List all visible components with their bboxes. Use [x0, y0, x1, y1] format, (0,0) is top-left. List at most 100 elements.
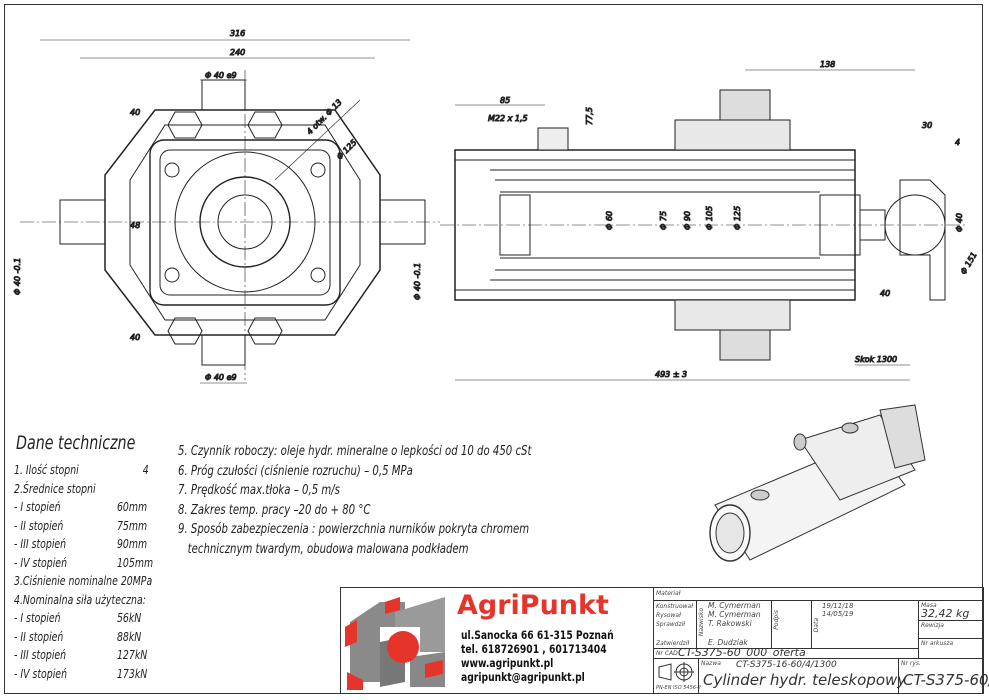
dimension-label: Skok 1300	[855, 355, 897, 364]
person-name: T. Rakowski	[708, 619, 752, 628]
mass-label: Masa	[921, 602, 937, 609]
spec-row: - II stopień 88kN	[14, 630, 152, 649]
person-name: M. Cymerman	[708, 610, 761, 619]
drawing-no-label: Nr rys.	[901, 660, 921, 667]
front-dimension-labels: 316 240 Φ 40 e9 Φ 40 e9 40 40 48 4 otw. …	[13, 29, 423, 383]
standard-label: PN-EN ISO 5456-2	[656, 685, 701, 691]
spec-label: - II stopień	[14, 518, 64, 533]
note: 7. Prędkość max.tłoka – 0,5 m/s	[178, 483, 340, 498]
company-email: agripunkt@agripunkt.pl	[461, 670, 585, 684]
dimension-label: 40	[130, 108, 140, 117]
person-name: M. Cymerman	[708, 601, 761, 610]
spec-value: 105mm	[116, 555, 154, 570]
note: 8. Zakres temp. pracy –20 do + 80 °C	[178, 502, 371, 518]
dimension-label: 4 otw. Φ 13	[305, 98, 344, 137]
company-phone: tel. 618726901 , 601713404	[461, 642, 607, 656]
dimension-label: 4	[955, 138, 960, 147]
divider	[653, 588, 654, 693]
spec-row: - IV stopień 173kN	[14, 667, 152, 686]
dimension-label: 85	[500, 96, 510, 105]
dimension-label: 493 ± 3	[655, 370, 687, 379]
spec-label: - I stopień	[14, 500, 61, 514]
note: 5. Czynnik roboczy: oleje hydr. mineraln…	[178, 444, 532, 459]
part-code: CT-S375-16-60/4/1300	[736, 660, 837, 670]
date-label: Data	[813, 618, 820, 633]
material-label: Materiał	[656, 590, 681, 597]
date-value: 14/05/19	[822, 610, 854, 618]
company-logo	[345, 597, 445, 690]
spec-label: - IV stopień	[14, 555, 68, 570]
company-address: ul.Sanocka 66 61-315 Poznań	[461, 628, 614, 642]
role-label: Sprawdził	[656, 621, 686, 628]
spec-label: - II stopień	[14, 629, 64, 644]
dimension-label: Φ 90	[683, 211, 692, 230]
spec-label: - IV stopień	[14, 666, 68, 681]
spec-label: 3.Ciśnienie nominalne 20MPa	[14, 574, 153, 588]
dimension-label: 240	[230, 48, 245, 57]
spec-row: 4.Nominalna siła użyteczna:	[14, 593, 152, 612]
dimension-label: Φ 105	[705, 206, 714, 230]
spec-value: 4	[142, 463, 149, 477]
divider	[653, 600, 983, 601]
date-value: 19/11/18	[822, 602, 854, 610]
sign-label: Podpis	[773, 610, 780, 630]
role-label: Konstruował	[656, 603, 693, 610]
dimension-label: Φ 125	[335, 138, 358, 161]
dimension-label: Φ 75	[659, 211, 668, 230]
side-section-view	[440, 69, 965, 381]
sheet-label: Nr arkusza	[921, 640, 954, 647]
spec-value: 173kN	[116, 666, 148, 681]
dimension-label: Φ 40 e9	[205, 71, 237, 80]
cad-label: Nr CAD	[656, 650, 678, 657]
specs-list: 1. Ilość stopni 4 2.Średnice stopni - I s…	[14, 463, 154, 686]
side-dimension-labels: 138 85 M22 x 1,5 77,5 30 4 Φ 60 Φ 75 Φ 9…	[488, 60, 980, 380]
cylinder-3d-render	[709, 404, 926, 562]
spec-value: 127kN	[116, 648, 148, 662]
spec-row: - IV stopień 105mm	[14, 555, 154, 575]
spec-label: 1. Ilość stopni	[14, 463, 79, 477]
dimension-label: 40	[130, 333, 140, 342]
dimension-label: Φ 151	[959, 251, 979, 276]
dimension-label: 138	[820, 60, 835, 69]
name-label: Nazwa	[701, 660, 721, 667]
spec-label: - I stopień	[14, 611, 61, 625]
mass-value: 32,42 kg	[921, 607, 970, 620]
dimension-label: Φ 40 -0.1	[13, 258, 22, 295]
dimension-label: Φ 40 -0.1	[413, 263, 422, 300]
divider	[918, 600, 919, 658]
spec-row: 1. Ilość stopni 4	[14, 463, 152, 482]
company-website: www.agripunkt.pl	[461, 656, 554, 670]
cad-number: CT-S375-60_000_oferta	[678, 646, 806, 659]
divider	[696, 600, 697, 648]
divider	[653, 658, 983, 659]
technical-notes: 5. Czynnik roboczy: oleje hydr. mineraln…	[178, 444, 531, 561]
spec-row: 3.Ciśnienie nominalne 20MPa	[14, 574, 152, 593]
revision-label: Rewizja	[921, 622, 944, 629]
divider	[811, 600, 812, 648]
spec-value: 88kN	[116, 629, 142, 644]
note: 9. Sposób zabezpieczenia : powierzchnia …	[178, 522, 530, 537]
dimension-label: 40	[880, 289, 890, 298]
divider	[653, 648, 918, 649]
company-name: AgriPunkt	[457, 590, 609, 621]
spec-label: - III stopień	[14, 537, 67, 551]
divider	[898, 658, 899, 693]
dimension-label: Φ 60	[605, 211, 614, 230]
spec-row: 2.Średnice stopni	[14, 482, 152, 501]
names-label: Nazwisko	[698, 608, 705, 637]
note: 6. Próg czułości (ciśnienie rozruchu) – …	[178, 463, 413, 479]
front-view	[20, 39, 440, 384]
dimension-label: 48	[130, 221, 140, 230]
specs-heading: Dane techniczne	[16, 432, 136, 454]
dimension-label: Φ 40	[955, 213, 964, 232]
dimension-label: Φ 125	[733, 206, 742, 230]
dimension-label: M22 x 1,5	[488, 114, 528, 123]
divider	[918, 638, 983, 639]
divider	[698, 658, 699, 693]
